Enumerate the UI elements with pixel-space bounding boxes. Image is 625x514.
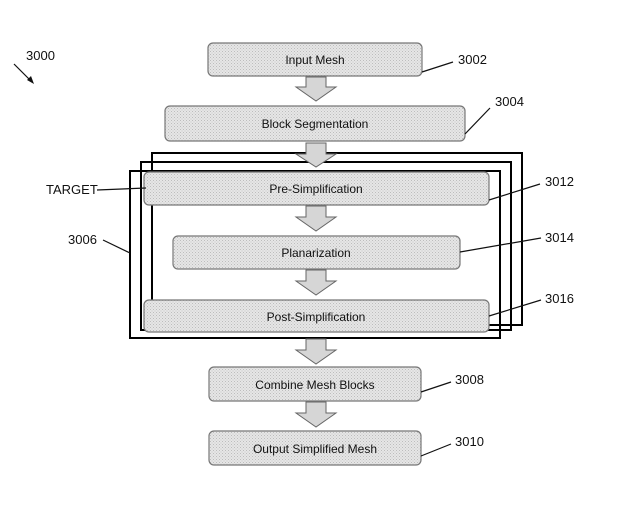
step-pre-simplification-ref: 3012 — [545, 174, 574, 189]
step-output-simplified-mesh: Output Simplified Mesh — [208, 430, 422, 466]
flow-arrow — [294, 76, 338, 102]
flow-arrow — [294, 338, 338, 365]
step-block-segmentation: Block Segmentation — [164, 105, 466, 142]
step-input-mesh-ref: 3002 — [458, 52, 487, 67]
step-pre-simplification: Pre-Simplification — [143, 171, 490, 206]
leader-line — [464, 107, 491, 135]
leader-line — [420, 443, 452, 457]
step-combine-mesh-blocks: Combine Mesh Blocks — [208, 366, 422, 402]
step-post-simplification-ref: 3016 — [545, 291, 574, 306]
step-block-segmentation-ref: 3004 — [495, 94, 524, 109]
step-output-simplified-mesh-ref: 3010 — [455, 434, 484, 449]
leader-line — [488, 299, 542, 317]
flow-arrow — [294, 142, 338, 168]
figure-ref-arrow — [13, 63, 34, 84]
step-input-mesh-label: Input Mesh — [285, 53, 344, 67]
step-pre-simplification-label: Pre-Simplification — [269, 182, 362, 196]
leader-line — [420, 381, 452, 393]
step-post-simplification: Post-Simplification — [143, 299, 490, 333]
block-stack-ref: 3006 — [68, 232, 97, 247]
step-planarization: Planarization — [172, 235, 461, 270]
flow-arrow — [294, 269, 338, 296]
leader-line — [102, 239, 131, 254]
step-input-mesh: Input Mesh — [207, 42, 423, 77]
leader-line — [421, 61, 454, 73]
target-label: TARGET — [46, 182, 98, 197]
step-combine-mesh-blocks-label: Combine Mesh Blocks — [255, 378, 374, 392]
leader-line — [459, 237, 542, 253]
step-planarization-ref: 3014 — [545, 230, 574, 245]
step-combine-mesh-blocks-ref: 3008 — [455, 372, 484, 387]
flow-arrow — [294, 205, 338, 232]
leader-line — [488, 183, 541, 201]
flow-arrow — [294, 401, 338, 428]
target-leader-line — [96, 187, 147, 191]
step-output-simplified-mesh-label: Output Simplified Mesh — [253, 442, 377, 456]
step-planarization-label: Planarization — [281, 246, 350, 260]
step-post-simplification-label: Post-Simplification — [267, 310, 366, 324]
step-block-segmentation-label: Block Segmentation — [262, 117, 369, 131]
figure-ref-label: 3000 — [26, 48, 55, 63]
